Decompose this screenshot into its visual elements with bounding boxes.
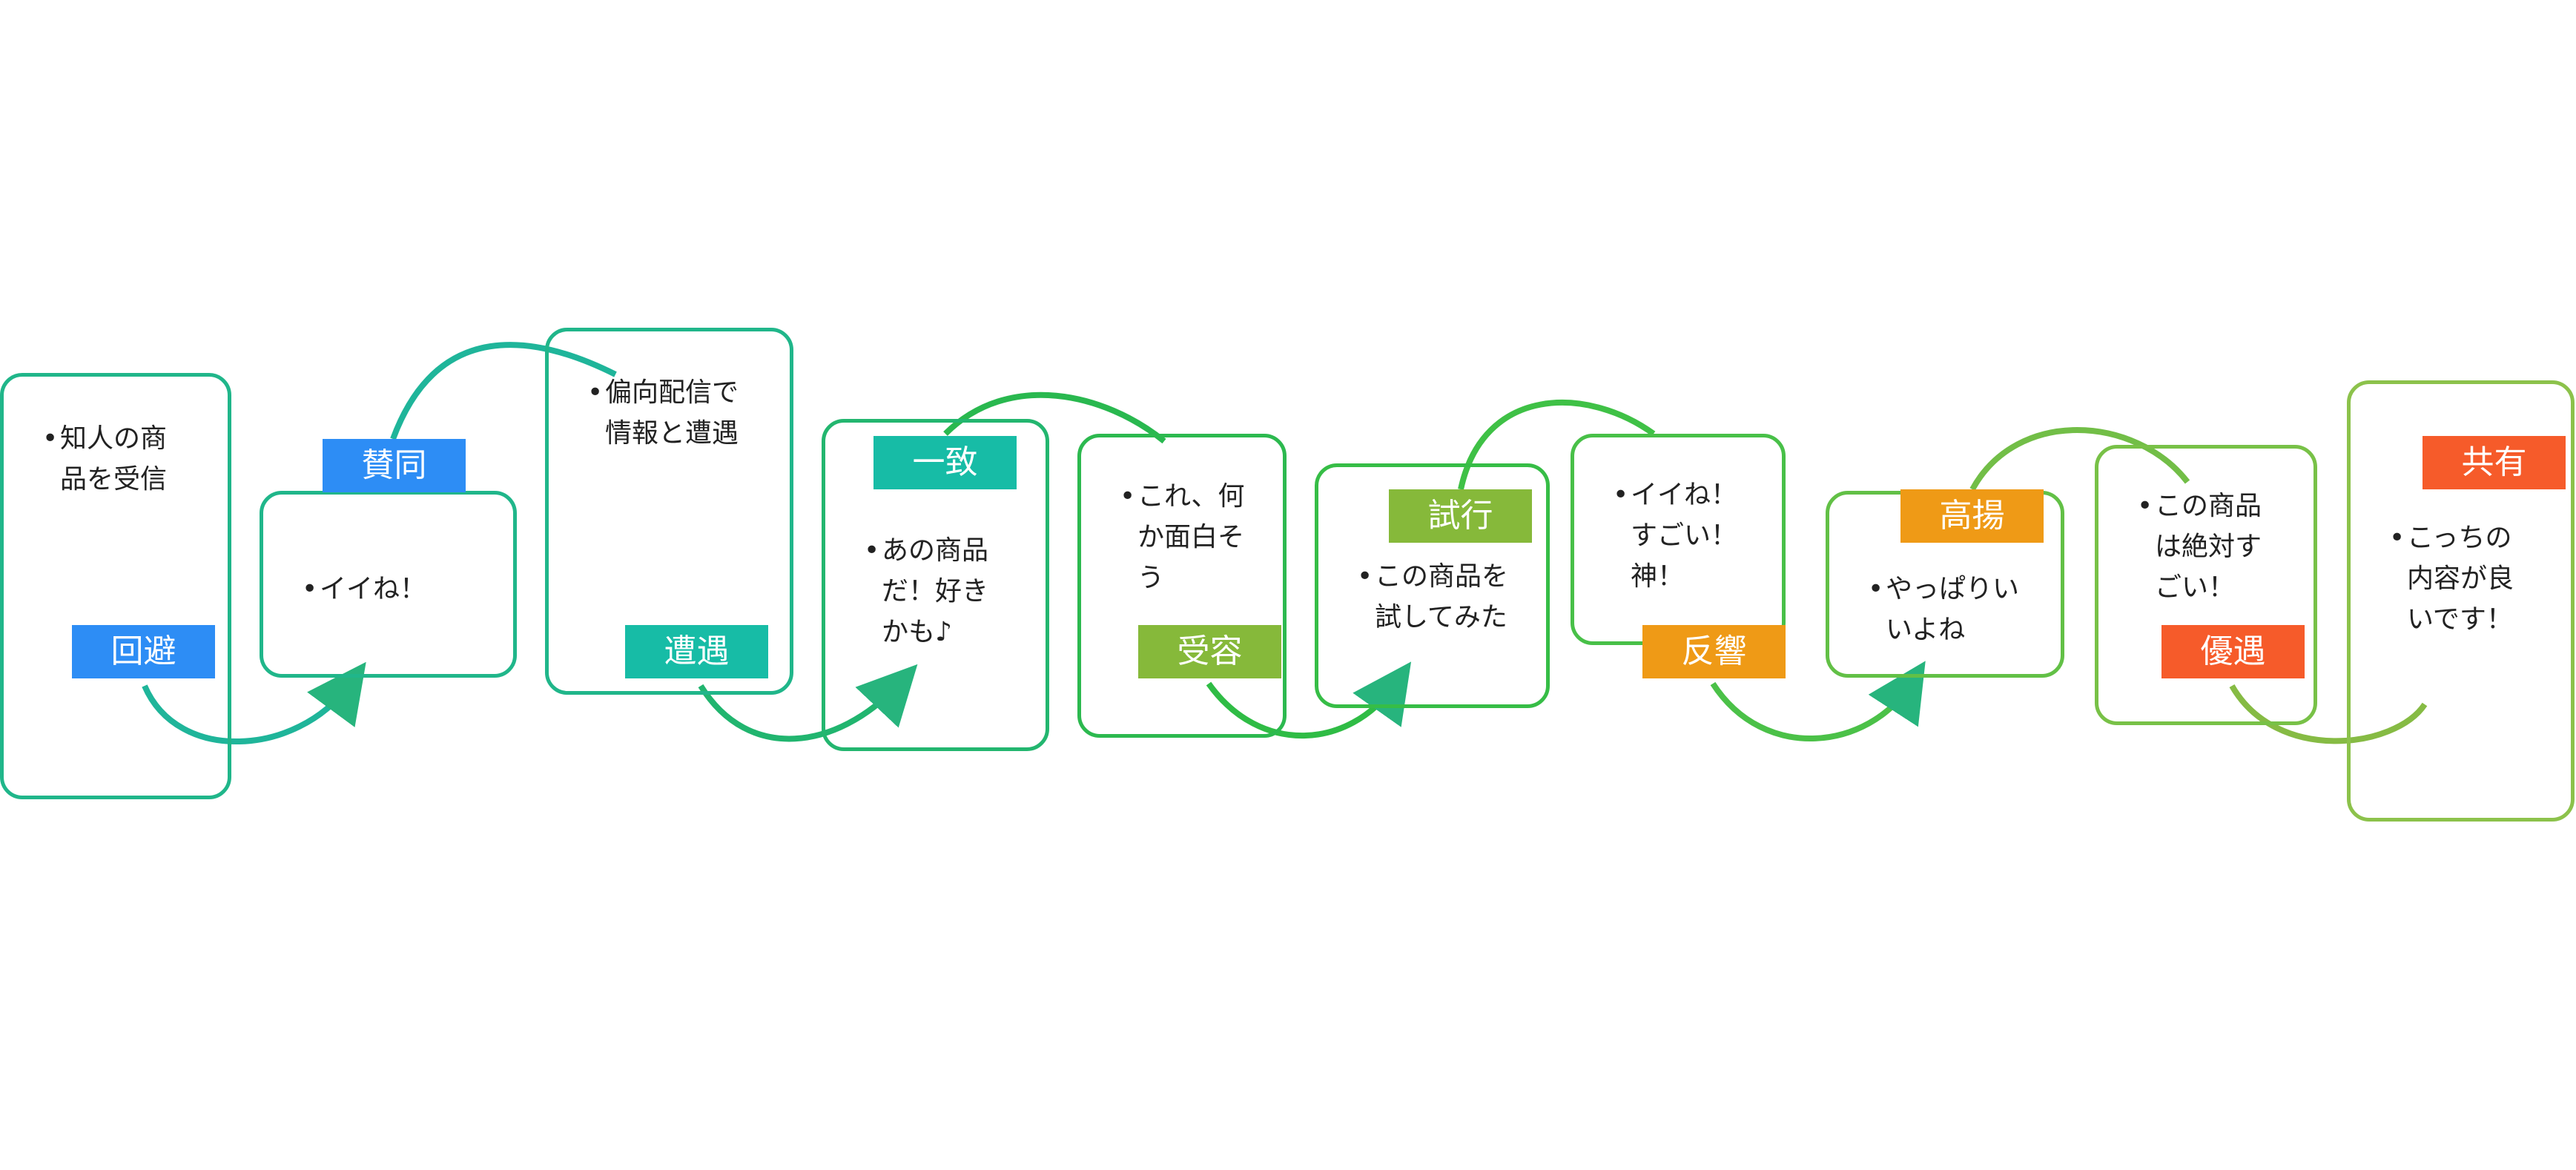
step-text: 偏向配信で 情報と遭遇	[605, 377, 739, 449]
bullet-dot: •	[1357, 561, 1373, 592]
step-text: 知人の商 品を受信	[60, 423, 168, 495]
step-card-7: • イイね！ すごい！ 神！	[1571, 434, 1786, 645]
bullet-dot: •	[1120, 481, 1136, 512]
bullet-dot: •	[864, 535, 880, 566]
step-label-3: 遭遇	[625, 625, 768, 678]
bullet-dot: •	[587, 377, 604, 408]
step-label-10: 共有	[2423, 436, 2566, 489]
step-label-7: 反響	[1642, 625, 1786, 678]
step-text: イイね！ すごい！ 神！	[1631, 480, 1738, 592]
step-card-3: • 偏向配信で 情報と遭遇	[545, 328, 793, 695]
bullet-dot: •	[1613, 480, 1629, 510]
step-text: やっぱりい いよね	[1886, 574, 2020, 645]
step-label-1: 回避	[72, 625, 215, 678]
step-label-6: 試行	[1389, 489, 1532, 543]
step-label-8: 高揚	[1900, 489, 2044, 543]
step-text: こっちの 内容が良 いです！	[2407, 523, 2514, 635]
step-text: イイね！	[320, 574, 427, 604]
step-card-1: • 知人の商 品を受信	[0, 373, 231, 799]
step-card-2: • イイね！	[260, 491, 517, 678]
step-label-5: 受容	[1138, 625, 1281, 678]
step-card-9: • この商品 は絶対す ごい！	[2095, 445, 2317, 725]
step-card-5: • これ、何 か面白そ う	[1077, 434, 1287, 738]
bullet-dot: •	[302, 574, 318, 604]
step-label-9: 優遇	[2161, 625, 2305, 678]
step-card-10: • こっちの 内容が良 いです！	[2347, 380, 2575, 822]
step-label-2: 賛同	[323, 439, 466, 492]
step-text: これ、何 か面白そ う	[1137, 481, 1245, 593]
step-card-6: • この商品を 試してみた	[1315, 463, 1550, 708]
step-text: この商品を 試してみた	[1375, 561, 1509, 632]
bullet-dot: •	[2137, 491, 2153, 521]
step-text: この商品 は絶対す ごい！	[2155, 491, 2262, 603]
bullet-dot: •	[1868, 574, 1884, 604]
step-text: あの商品 だ！好き かも♪	[882, 535, 989, 647]
bullet-dot: •	[2389, 523, 2405, 553]
step-card-4: • あの商品 だ！好き かも♪	[822, 419, 1049, 751]
bullet-dot: •	[42, 423, 59, 454]
step-label-4: 一致	[873, 436, 1017, 489]
connector-arc-7	[1710, 661, 1926, 741]
